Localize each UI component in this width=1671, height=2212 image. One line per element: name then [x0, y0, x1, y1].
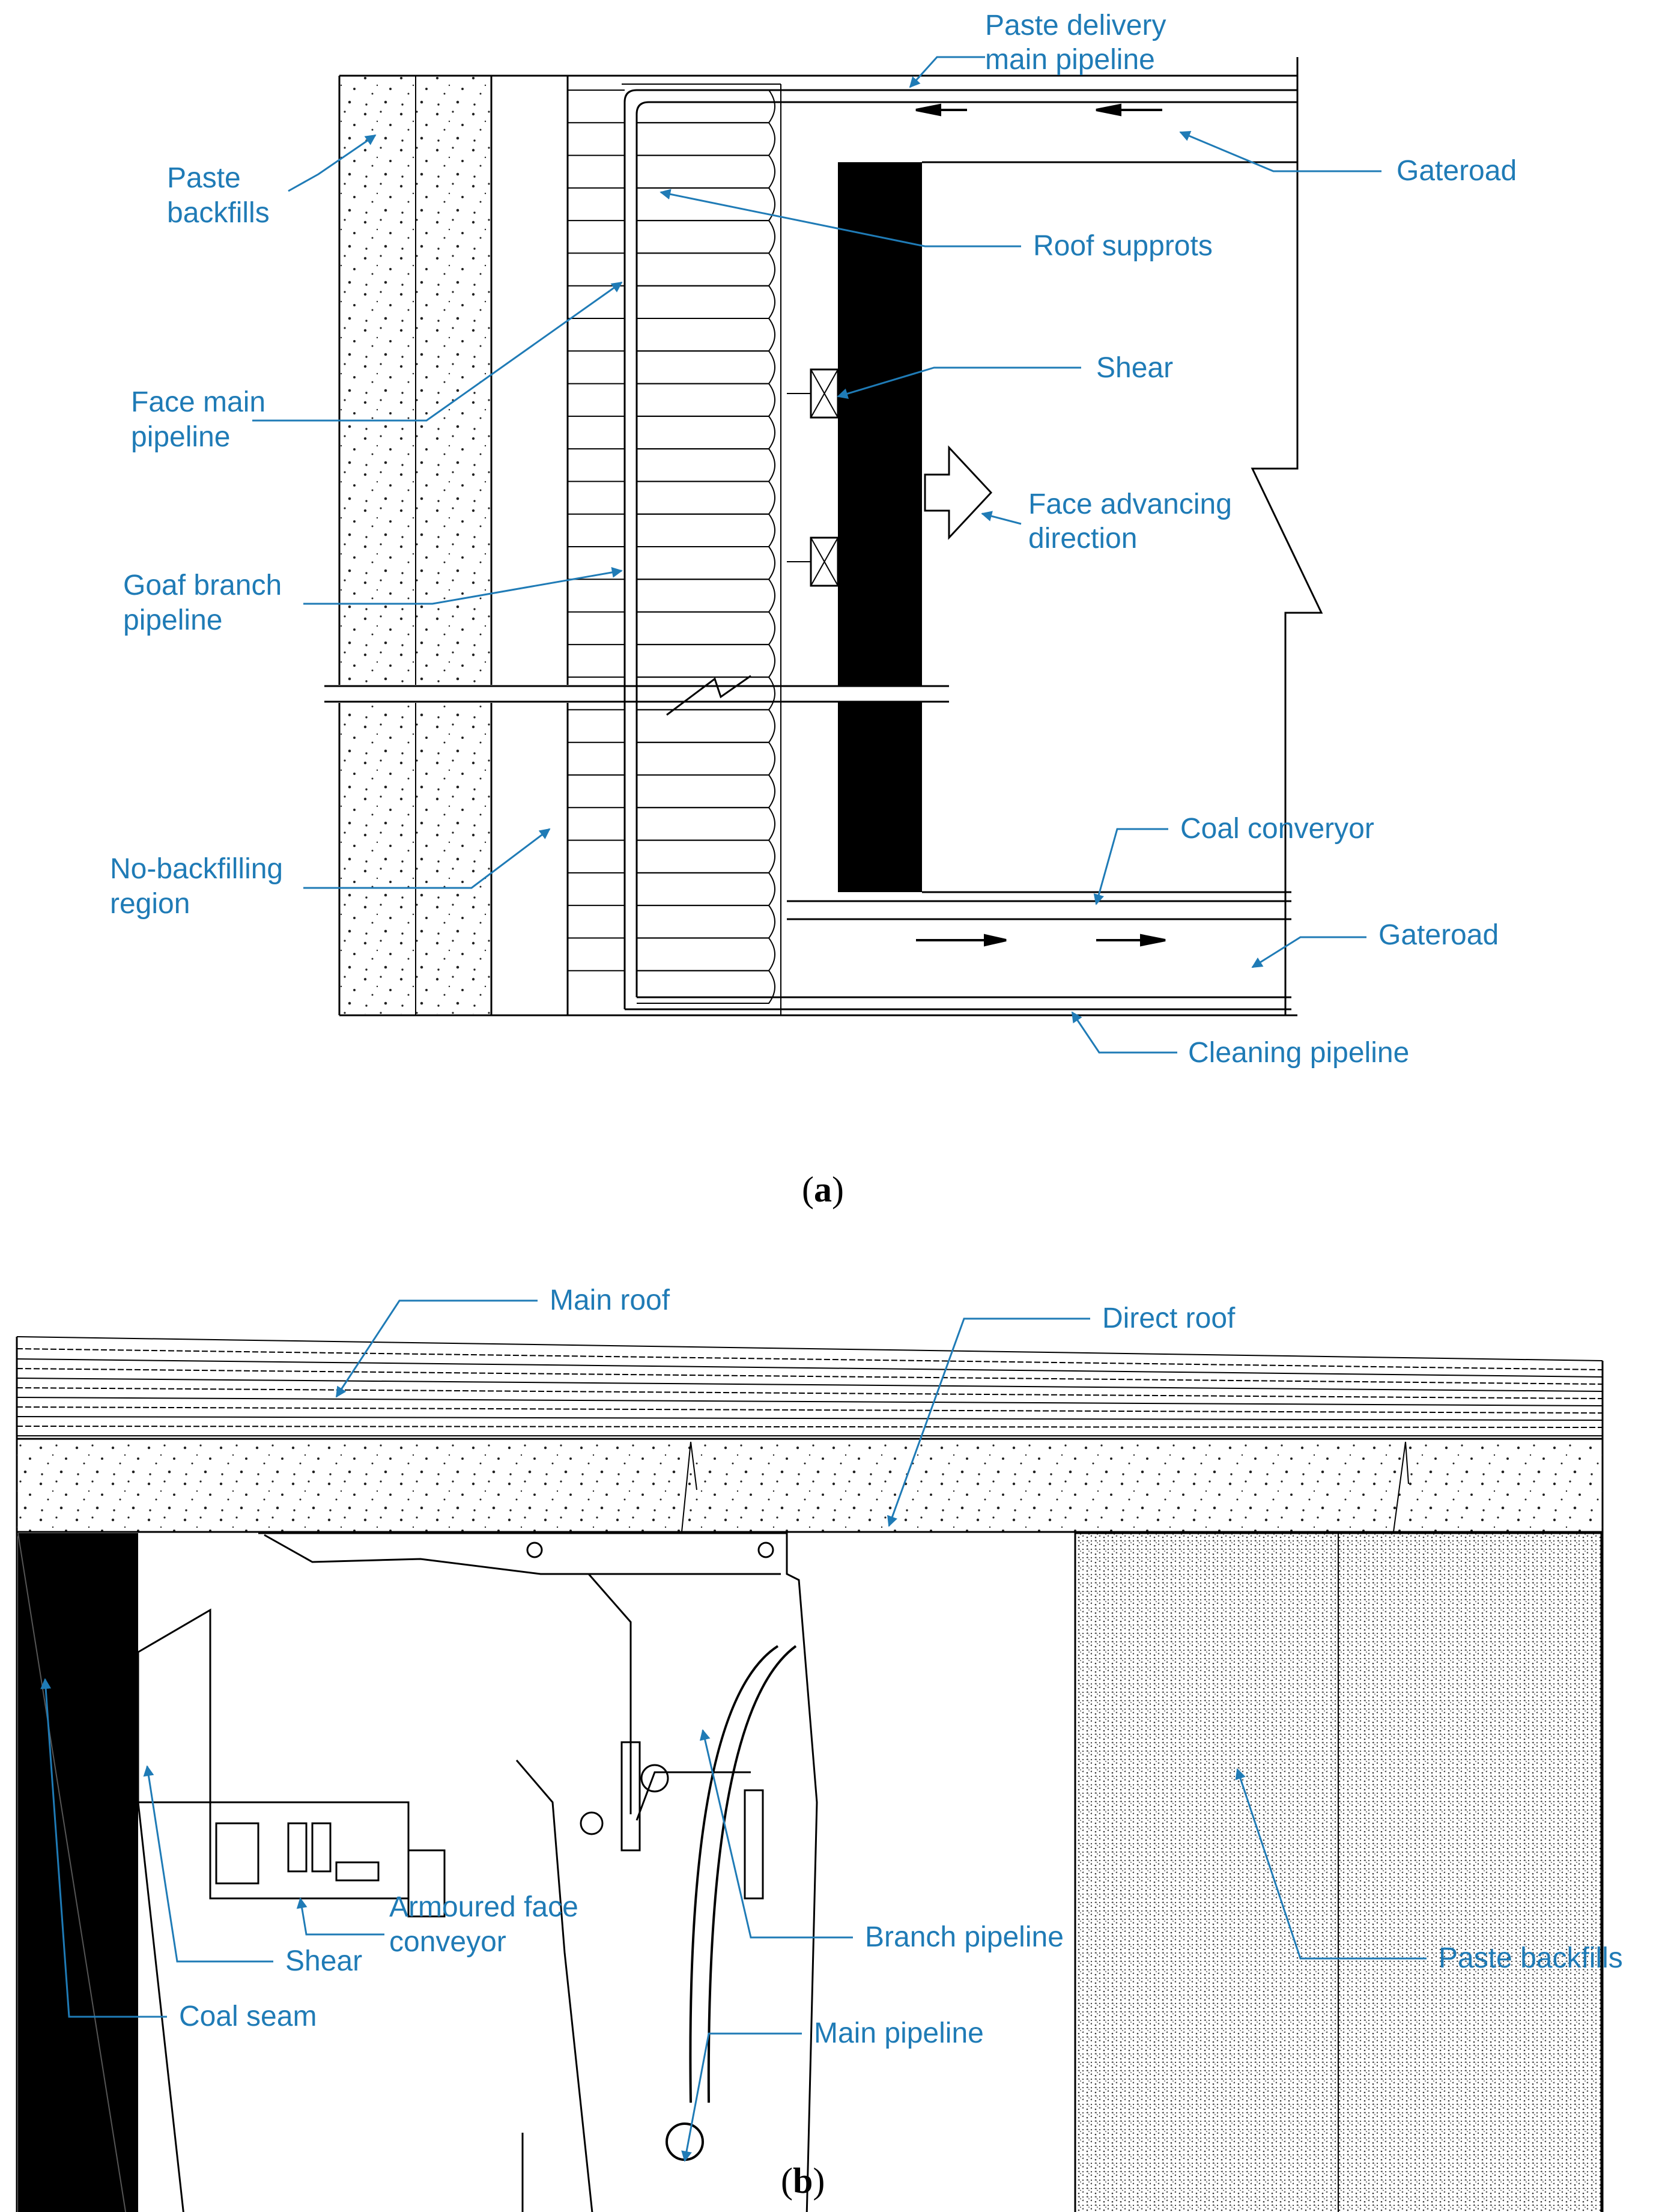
- roof-support-unit: [637, 839, 775, 874]
- roof-support-unit: [637, 252, 775, 287]
- roof-support-unit: [637, 970, 775, 1004]
- roof-support-unit: [637, 741, 775, 776]
- branch-pipe: [689, 1645, 779, 2103]
- label-armoured-2: conveyor: [389, 1926, 506, 1958]
- roof-support-unit: [637, 448, 775, 482]
- roof-support-unit: [637, 383, 775, 417]
- roof-support-unit: [637, 90, 775, 124]
- roof-support-unit: [637, 318, 775, 352]
- roof-support-unit: [637, 709, 775, 743]
- roof-support-unit: [637, 872, 775, 907]
- roof-support-unit: [637, 807, 775, 841]
- roof-support-shield: [258, 1532, 818, 2212]
- label-main-roof: Main roof: [550, 1284, 670, 1316]
- label-cleaning-pipeline: Cleaning pipeline: [1188, 1037, 1409, 1069]
- caption-b: (b): [781, 2161, 825, 2201]
- roof-support-unit: [637, 481, 775, 515]
- roof-support-unit: [637, 579, 775, 613]
- shear-unit-2: [787, 536, 839, 587]
- roof-support-unit: [637, 774, 775, 809]
- flow-arrows-bottom: [916, 934, 1166, 947]
- face-advance-arrow: [924, 445, 993, 540]
- roof-support-unit: [637, 154, 775, 189]
- shear-unit-1: [787, 368, 839, 419]
- label-main-pipeline: Main pipeline: [814, 2017, 984, 2049]
- label-roof-supports: Roof supprots: [1033, 230, 1213, 262]
- label-shear-b: Shear: [285, 1945, 362, 1977]
- shearer-machine: [137, 1608, 446, 2212]
- label-no-backfill-1: No-backfilling: [110, 853, 283, 885]
- roof-support-unit: [637, 643, 775, 678]
- label-face-main-2: pipeline: [131, 421, 230, 453]
- coal-seam-block: [18, 1533, 138, 2212]
- label-no-backfill-2: region: [110, 888, 190, 920]
- label-shear-a: Shear: [1096, 352, 1173, 384]
- direct-roof-layer: [17, 1439, 1603, 1532]
- caption-a: (a): [802, 1170, 844, 1209]
- label-face-main-1: Face main: [131, 386, 265, 418]
- label-paste-backfills-b: Paste backfills: [1439, 1942, 1623, 1974]
- label-branch-pipeline: Branch pipeline: [865, 1921, 1064, 1953]
- label-goaf-branch-2: pipeline: [123, 604, 222, 636]
- figure-b-drawing: [16, 1336, 1604, 2212]
- figure-a-drawing: [324, 57, 1323, 1016]
- roof-support-unit: [637, 415, 775, 450]
- label-paste-backfills-2: backfills: [167, 197, 270, 229]
- label-coal-conveyor: Coal converyor: [1180, 813, 1374, 845]
- label-paste-backfills-1: Paste: [167, 162, 241, 194]
- figure-b-labels: Main roof Direct roof Armoured face conv…: [40, 1284, 1623, 2162]
- roof-support-unit: [637, 611, 775, 645]
- label-face-adv-1: Face advancing: [1028, 488, 1232, 520]
- label-gateroad-top: Gateroad: [1397, 155, 1517, 187]
- roof-support-unit: [637, 187, 775, 222]
- coal-face-block: [838, 162, 922, 892]
- figure-a-labels: Paste delivery main pipeline Gateroad Pa…: [110, 10, 1517, 1069]
- label-paste-delivery-2: main pipeline: [985, 44, 1155, 76]
- label-face-adv-2: direction: [1028, 523, 1137, 555]
- label-gateroad-bottom: Gateroad: [1378, 919, 1499, 951]
- flow-arrows-top: [915, 103, 1162, 117]
- roof-support-unit: [637, 546, 775, 580]
- label-direct-roof: Direct roof: [1102, 1302, 1236, 1334]
- label-paste-delivery-1: Paste delivery: [985, 10, 1166, 41]
- roof-support-unit: [637, 285, 775, 319]
- label-coal-seam: Coal seam: [179, 2001, 317, 2032]
- main-pipe: [666, 2122, 704, 2161]
- main-roof-strata: [16, 1336, 1603, 1436]
- roof-support-unit: [637, 937, 775, 971]
- label-armoured-1: Armoured face: [389, 1891, 578, 1923]
- roof-support-unit: [637, 220, 775, 254]
- roof-support-unit: [637, 905, 775, 939]
- roof-support-unit: [637, 122, 775, 156]
- roof-support-unit: [637, 513, 775, 547]
- label-goaf-branch-1: Goaf branch: [123, 570, 282, 601]
- roof-support-unit: [637, 350, 775, 384]
